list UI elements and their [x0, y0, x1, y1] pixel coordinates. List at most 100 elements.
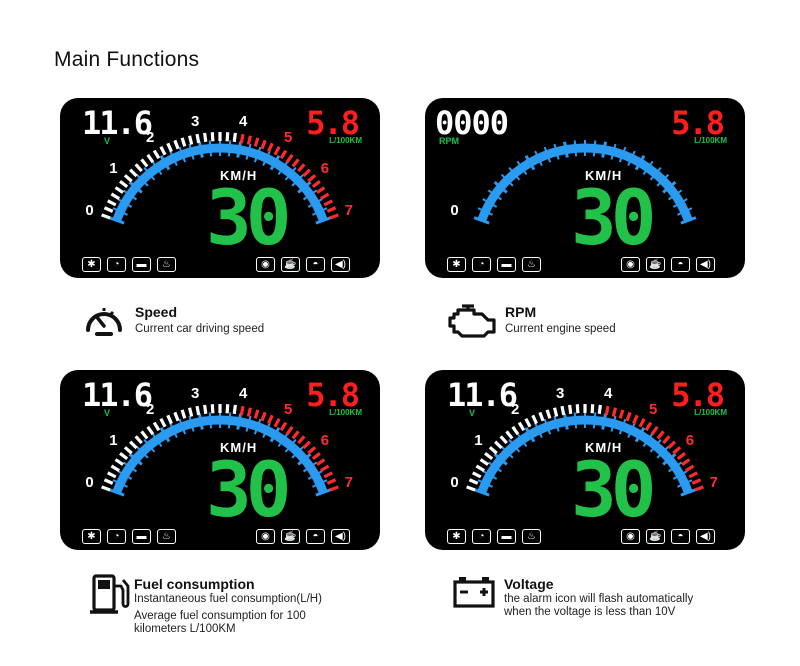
- gauge-tick: [236, 413, 242, 430]
- gauge-tick: [493, 453, 508, 466]
- feature-description: Instantaneous fuel consumption(L/H): [134, 593, 322, 605]
- gauge-tick: [493, 181, 508, 194]
- feature-description: kilometers L/100KM: [134, 623, 236, 635]
- gauge-tick: [284, 166, 297, 181]
- scale-segment: [662, 435, 671, 445]
- gauge-tick: [302, 189, 318, 201]
- scale-segment: [319, 192, 330, 200]
- scale-segment: [499, 435, 508, 445]
- gauge-tick: [487, 461, 503, 473]
- scale-segment: [260, 411, 267, 422]
- gauge-tick: [672, 198, 688, 208]
- scale-segment: [644, 421, 653, 432]
- temperature-icon: ♨: [157, 529, 176, 544]
- scale-segment: [225, 404, 230, 414]
- gauge-tick: [553, 415, 560, 432]
- fuel-pump-icon: [90, 574, 130, 614]
- scale-segment: [101, 485, 111, 492]
- feature-rpm: RPM Current engine speed: [448, 300, 748, 350]
- scale-segment: [279, 149, 288, 160]
- scale-segment: [326, 478, 337, 485]
- gauge-number: 7: [344, 473, 354, 491]
- gauge-tick: [178, 146, 187, 163]
- scale-segment: [195, 405, 201, 416]
- gauge-tick: [151, 160, 163, 176]
- fuel-readout: 5.8: [671, 376, 725, 414]
- scale-segment: [694, 485, 704, 492]
- scale-segment: [611, 407, 618, 417]
- gauge-number: 0: [85, 473, 94, 491]
- gauge-tick: [307, 470, 323, 480]
- scale-segment: [285, 153, 294, 164]
- speaker-icon: ◀): [696, 529, 715, 544]
- scale-segment: [253, 137, 260, 147]
- scale-segment: [187, 407, 194, 417]
- rpm-gauge: [473, 140, 697, 225]
- scale-segment: [119, 180, 129, 189]
- scale-segment: [552, 407, 559, 417]
- gauge-number: 2: [146, 401, 155, 419]
- scale-segment: [273, 145, 281, 156]
- scale-segment: [545, 409, 552, 419]
- gauge-tick: [117, 198, 133, 208]
- scale-segment: [107, 471, 117, 479]
- fuel-unit: L/100KM: [329, 136, 362, 145]
- gauge-tick: [482, 470, 498, 480]
- scale-segment: [110, 192, 121, 200]
- scale-segment: [291, 430, 300, 440]
- scale-segment: [575, 404, 580, 414]
- gauge-tick: [227, 412, 232, 429]
- gear-icon: ✱: [447, 529, 466, 544]
- gauge-tick: [122, 461, 138, 473]
- speed-unit: KM/H: [220, 440, 258, 455]
- speaker-icon: ◀): [331, 257, 350, 272]
- gauge-tick: [198, 141, 204, 158]
- gauge-tick: [291, 173, 305, 187]
- gauge-tick: [516, 160, 528, 176]
- gauge-tick: [634, 427, 646, 443]
- coffee-icon: ☕: [646, 257, 665, 272]
- turbo-icon: ◓: [306, 257, 325, 272]
- scale-segment: [604, 405, 610, 416]
- gauge-tick: [169, 150, 178, 166]
- rpm-readout: 0000: [435, 104, 509, 142]
- gauge-icon: ◔: [472, 529, 491, 544]
- gauge-tick: [667, 189, 683, 201]
- feature-description: Current car driving speed: [135, 323, 265, 335]
- gear-icon: ✱: [82, 257, 101, 272]
- feature-speed: Speed Current car driving speed: [82, 300, 382, 350]
- gauge-tick: [680, 488, 697, 497]
- gauge-number: 1: [109, 160, 118, 178]
- temperature-icon: ♨: [157, 257, 176, 272]
- gauge-tick: [297, 181, 312, 194]
- scale-segment: [246, 407, 253, 417]
- gauge-tick: [312, 479, 328, 488]
- gauge-tick: [618, 146, 627, 163]
- scale-segment: [329, 485, 339, 492]
- speaker-icon: ◀): [331, 529, 350, 544]
- gauge-tick: [253, 418, 262, 435]
- hud-panel-voltage: 11.6 V 5.8 L/100KM KM/H 30 ✱ ◔ ▬ ♨ ◉ ☕ ◓…: [425, 370, 745, 550]
- gauge-tick: [601, 413, 607, 430]
- gauge-tick: [297, 453, 312, 466]
- feature-description: when the voltage is less than 10V: [504, 606, 676, 618]
- scale-segment: [538, 411, 545, 422]
- scale-segment: [253, 409, 260, 419]
- gauge-tick: [610, 415, 617, 432]
- battery-icon: ▬: [497, 257, 516, 272]
- scale-segment: [187, 135, 194, 145]
- left-icon-row: ✱ ◔ ▬ ♨: [447, 257, 541, 272]
- gear-icon: ✱: [447, 257, 466, 272]
- brake-icon: ◉: [256, 529, 275, 544]
- fuel-unit: L/100KM: [694, 136, 727, 145]
- right-icon-row: ◉ ☕ ◓ ◀): [256, 257, 350, 272]
- gauge-tick: [543, 146, 552, 163]
- voltage-unit: V: [104, 408, 111, 418]
- gauge-tick: [312, 207, 328, 216]
- scale-segment: [291, 158, 300, 168]
- gauge-tick: [307, 198, 323, 208]
- voltage-readout: 11.6: [82, 104, 153, 142]
- fuel-readout: 5.8: [306, 104, 360, 142]
- gauge-tick: [262, 422, 271, 438]
- gauge-tick: [198, 413, 204, 430]
